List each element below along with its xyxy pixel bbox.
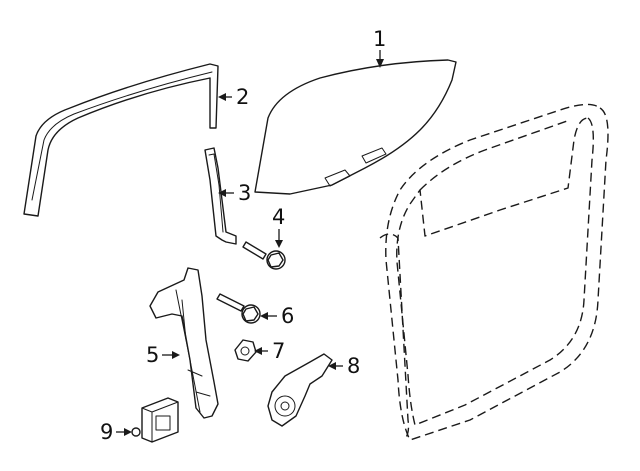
window-glass [254, 59, 457, 195]
mounting-bolt [216, 293, 261, 324]
callout-4-number: 4 [272, 205, 285, 229]
callout-6-number: 6 [281, 304, 294, 328]
glass-run-channel [23, 63, 219, 217]
callout-7-number: 7 [272, 339, 285, 363]
bolt-with-washer [242, 241, 286, 270]
callout-9-number: 9 [100, 420, 113, 444]
callout-8: 8 [328, 354, 360, 378]
callout-3-number: 3 [238, 181, 251, 205]
callout-8-number: 8 [347, 354, 360, 378]
callout-1-number: 1 [373, 27, 386, 51]
control-module [131, 397, 179, 443]
callout-7: 7 [254, 339, 285, 363]
division-bar [204, 147, 237, 245]
callout-6: 6 [260, 304, 294, 328]
regulator-motor [267, 353, 333, 427]
door-shell-outline [379, 103, 609, 441]
callout-2-number: 2 [236, 85, 249, 109]
callout-2: 2 [218, 85, 249, 109]
callout-5: 5 [146, 343, 180, 367]
hex-nut [234, 339, 257, 362]
window-regulator [149, 267, 219, 419]
callout-9: 9 [100, 420, 132, 444]
callout-1: 1 [373, 27, 386, 68]
callout-3: 3 [218, 181, 251, 205]
callout-4: 4 [272, 205, 285, 248]
callout-5-number: 5 [146, 343, 159, 367]
